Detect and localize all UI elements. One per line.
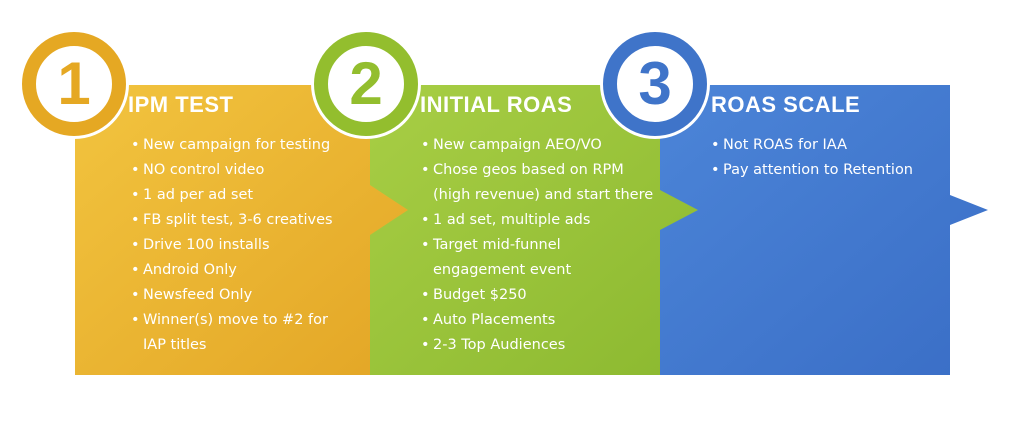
list-item-continuation: (high revenue) and start there: [433, 187, 654, 203]
list-item: New campaign for testing: [131, 133, 333, 158]
list-item: Auto Placements: [421, 308, 653, 333]
list-item-continuation: engagement event: [433, 262, 572, 278]
step-2-number: 2: [349, 50, 383, 117]
step-3-title: ROAS SCALE: [711, 92, 861, 117]
list-item: Chose geos based on RPM: [421, 158, 653, 183]
step-3-number: 3: [638, 50, 672, 117]
list-item-continuation: IAP titles: [143, 337, 207, 353]
step-3-badge: [600, 29, 710, 139]
list-item: Pay attention to Retention: [711, 158, 913, 183]
list-item: NO control video: [131, 158, 333, 183]
list-item: Android Only: [131, 258, 333, 283]
list-item: 2-3 Top Audiences: [421, 333, 653, 358]
list-item: Drive 100 installs: [131, 233, 333, 258]
list-item: Winner(s) move to #2 for: [131, 308, 333, 333]
list-item: Newsfeed Only: [131, 283, 333, 308]
list-item: 1 ad set, multiple ads: [421, 208, 653, 233]
list-item: Budget $250: [421, 283, 653, 308]
step-1-number: 1: [57, 50, 91, 117]
list-item: FB split test, 3-6 creatives: [131, 208, 333, 233]
step-1-title: IPM TEST: [128, 92, 234, 117]
step-1-badge: [19, 29, 129, 139]
step-3-panel: [655, 85, 988, 375]
step-3-bullet-list: Not ROAS for IAA Pay attention to Retent…: [711, 133, 913, 183]
step-2-badge: [311, 29, 421, 139]
list-item: Not ROAS for IAA: [711, 133, 913, 158]
step-2-bullet-list: New campaign AEO/VO Chose geos based on …: [421, 133, 653, 358]
list-item: Target mid-funnel: [421, 233, 653, 258]
list-item: New campaign AEO/VO: [421, 133, 653, 158]
step-2-title: INITIAL ROAS: [420, 92, 573, 117]
list-item: 1 ad per ad set: [131, 183, 333, 208]
step-1-bullet-list: New campaign for testing NO control vide…: [131, 133, 333, 358]
